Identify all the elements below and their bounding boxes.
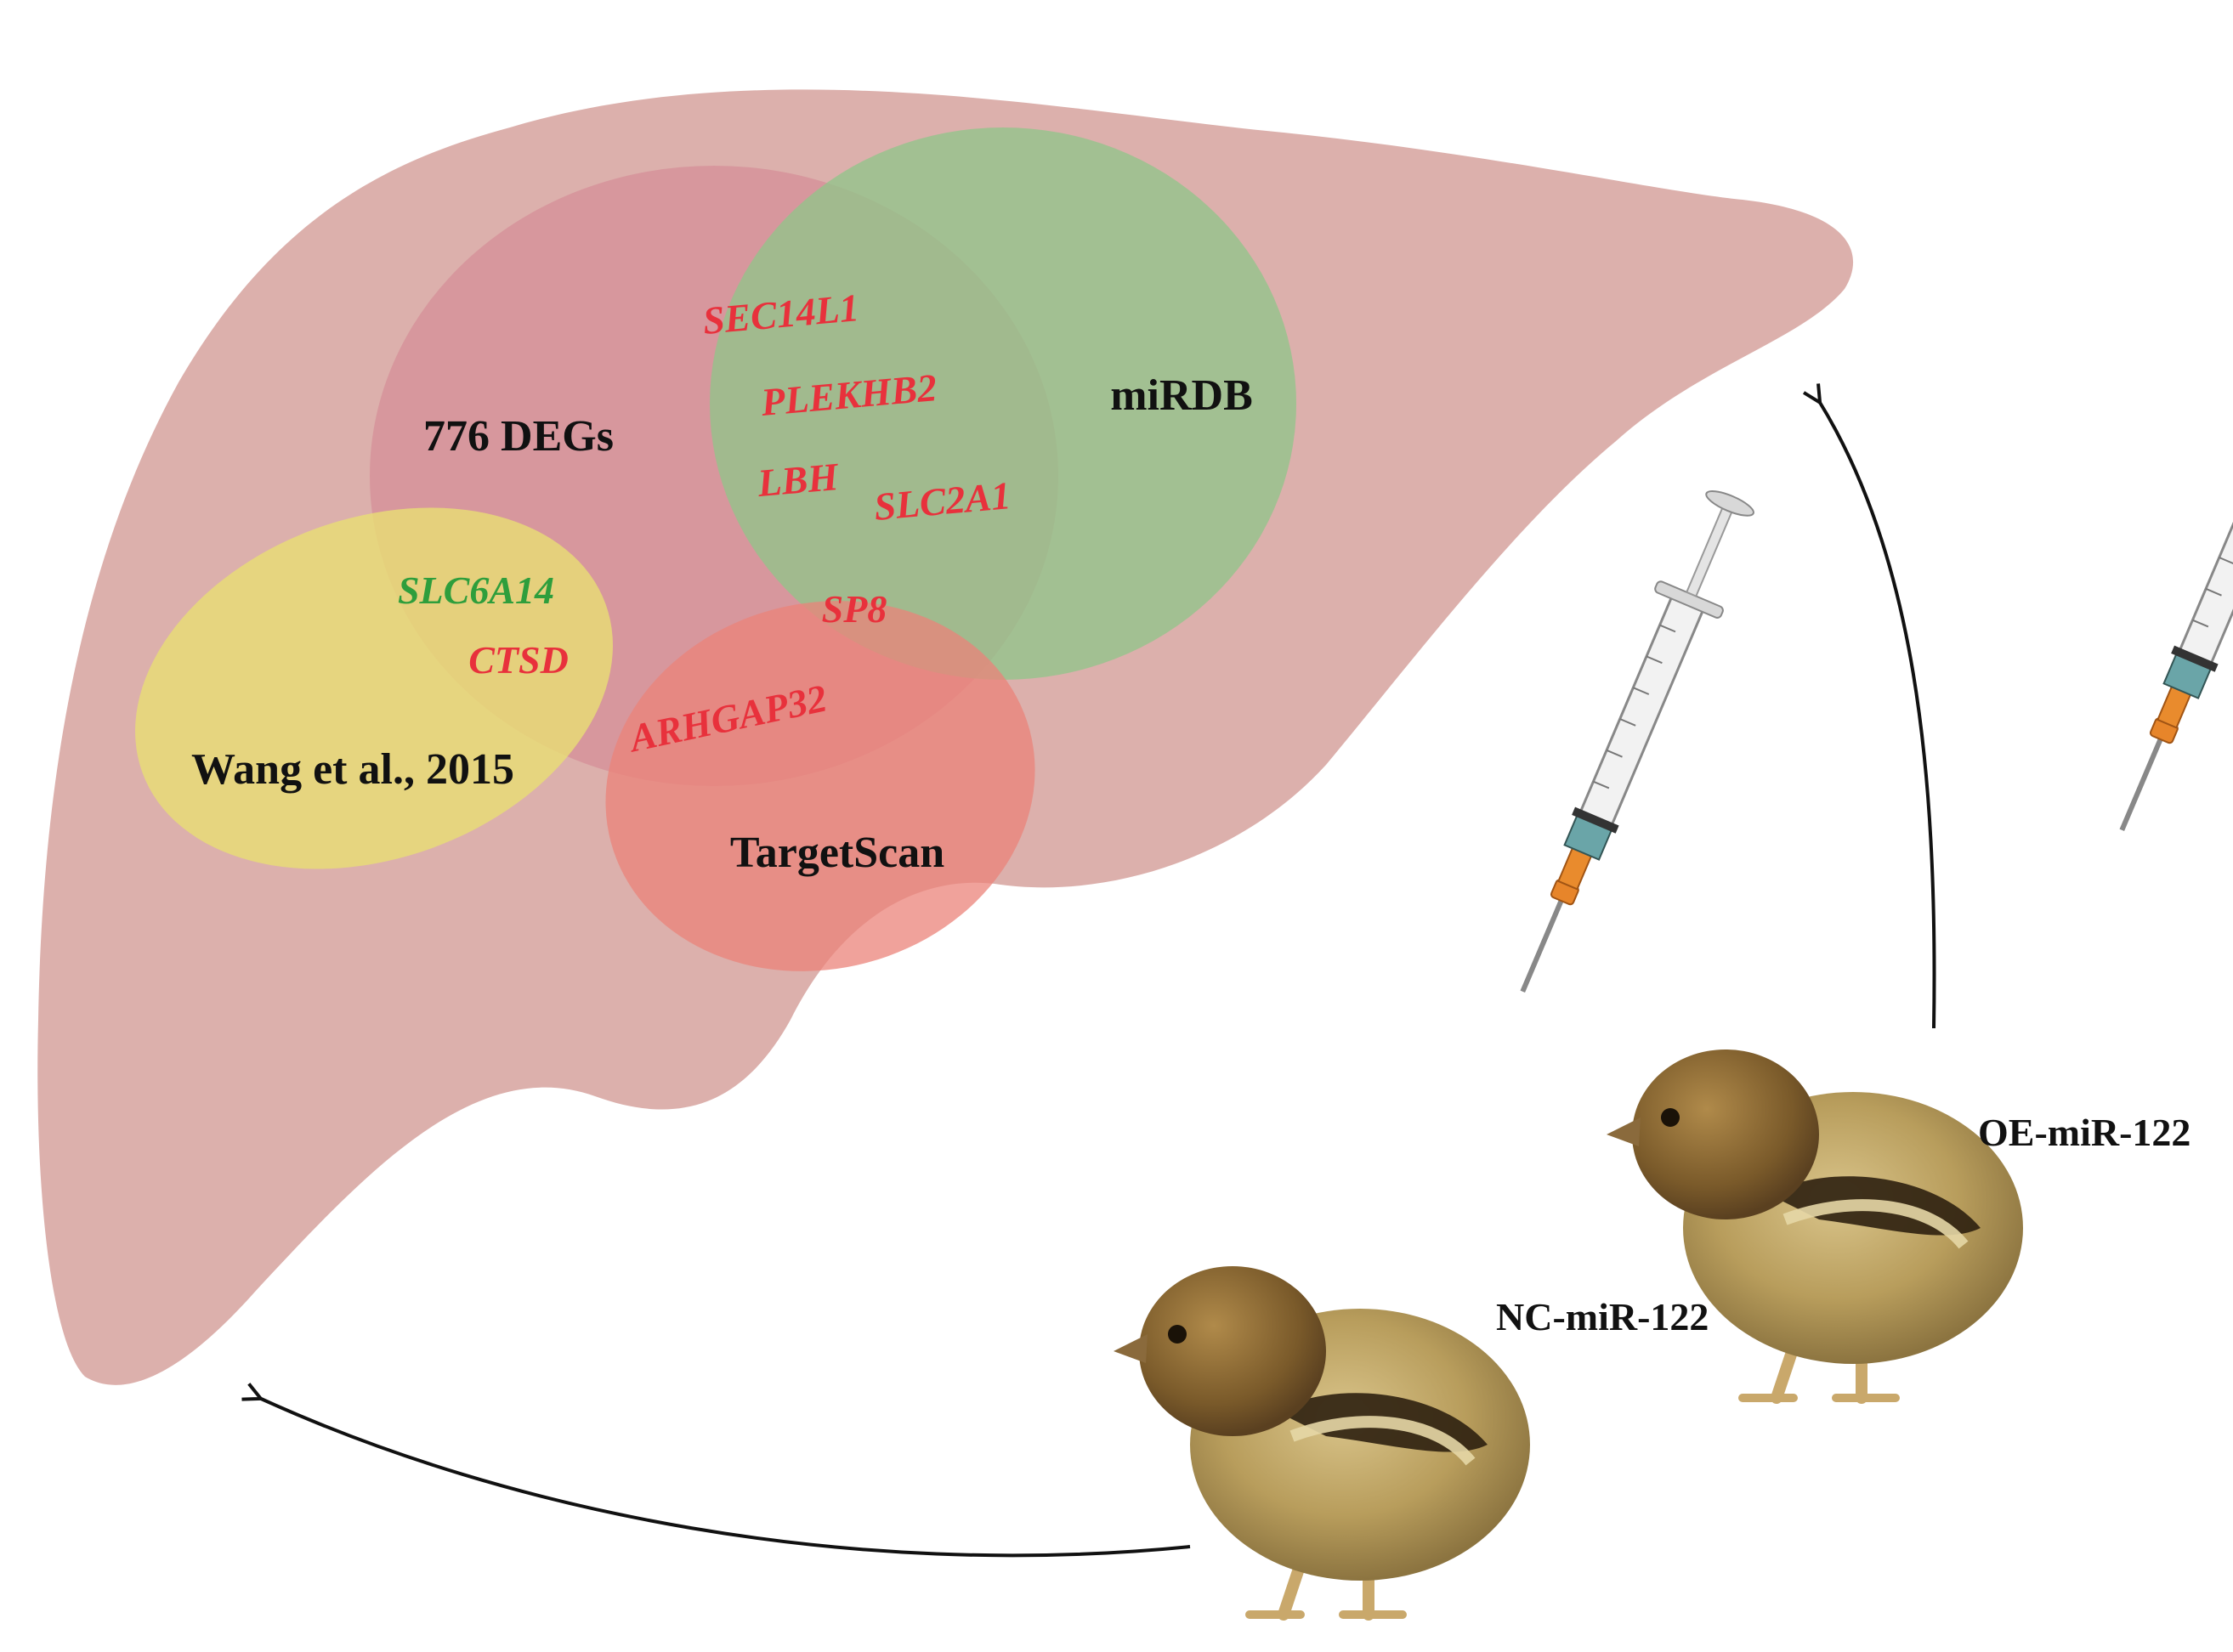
group-label-nc: NC-miR-122 (1496, 1295, 1709, 1338)
venn-mirdb (710, 127, 1296, 680)
curved-arrow-icon (259, 1398, 1191, 1558)
venn-targetscan (605, 601, 1035, 971)
gene-label: SP8 (822, 587, 887, 631)
chick-icon (1607, 1049, 2023, 1404)
set-label-wang: Wang et al., 2015 (191, 745, 514, 794)
gene-label: CTSD (468, 638, 569, 682)
syringe-icon (1520, 490, 1754, 993)
venn-wang (135, 507, 613, 869)
curved-arrow-icon (1819, 401, 1936, 1029)
gene-label: LBH (755, 455, 841, 505)
gene-label: SLC6A14 (398, 569, 554, 612)
syringe-icon (2119, 430, 2233, 831)
set-label-degs: 776 DEGs (423, 412, 614, 461)
set-label-targetscan: TargetScan (730, 829, 944, 877)
chick-icon (1114, 1266, 1530, 1621)
group-label-oe: OE-miR-122 (1978, 1111, 2190, 1154)
set-label-mirdb: miRDB (1110, 371, 1253, 420)
